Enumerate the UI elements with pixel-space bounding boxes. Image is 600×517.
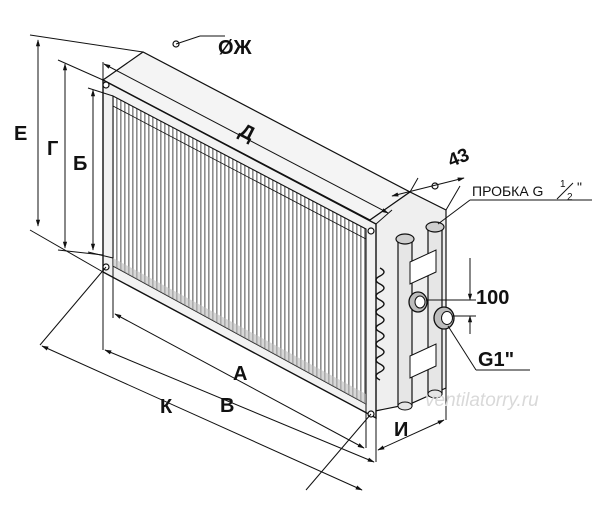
dim-line-k [41, 345, 363, 491]
plug-inch-mark: " [577, 179, 582, 195]
plug-fraction-num: 1 [560, 179, 566, 190]
label-i: И [394, 419, 408, 441]
flange-hole-top-left [102, 81, 110, 89]
label-100: 100 [476, 287, 509, 309]
label-dia: ØЖ [218, 37, 253, 59]
dim-line-d [103, 63, 389, 214]
plug-cap-right [425, 221, 445, 233]
collector-assembly [375, 221, 455, 411]
plug-fraction-den: 2 [567, 192, 573, 203]
label-v: В [220, 395, 234, 417]
dim-line-i [377, 419, 445, 451]
plug-label: ПРОБКА G [472, 183, 543, 199]
flange-hole-top-right [367, 227, 375, 235]
label-e: Е [14, 123, 27, 145]
label-g1: G1" [478, 349, 514, 371]
label-43: 43 [445, 145, 472, 172]
watermark: ventilatorry.ru [425, 390, 539, 411]
label-a: А [233, 363, 247, 385]
label-k: К [160, 396, 173, 418]
label-g: Г [47, 138, 58, 160]
plug-cap-left [395, 233, 415, 245]
label-b: Б [73, 153, 87, 175]
dim-line-43 [391, 177, 465, 197]
